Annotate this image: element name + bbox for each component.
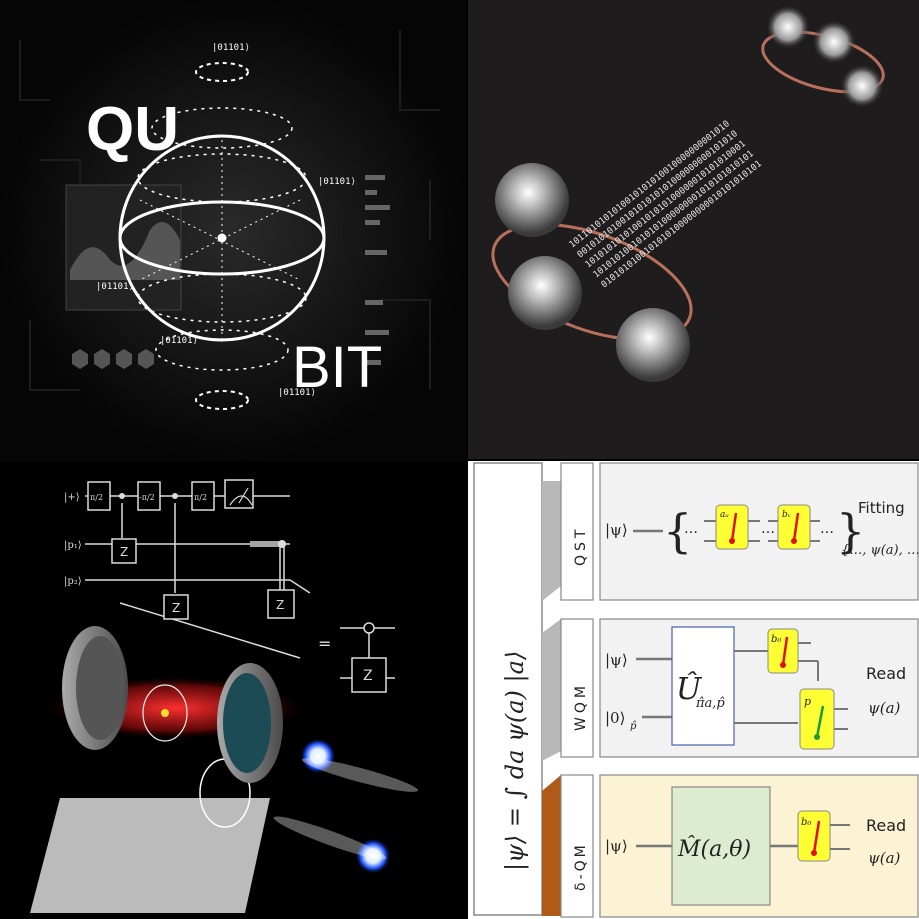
qst-tag: QST	[573, 526, 589, 566]
meter-icon	[799, 688, 848, 750]
gate-box	[191, 481, 215, 511]
qst-ellipsis: …	[761, 521, 775, 537]
meter-arc-icon	[229, 495, 253, 506]
operator-box	[671, 786, 771, 906]
qst-tag-box	[560, 462, 594, 601]
equals-sign: =	[318, 634, 331, 653]
qst-ellipsis: …	[820, 521, 834, 537]
qubit-sphere-illustration: QU BIT |01101⟩ |01101⟩ |01101⟩ |01101⟩ |…	[0, 0, 466, 461]
delta-qm-result-value: ψ(a)	[868, 849, 901, 867]
wire-label-p1: |p₁⟩	[64, 540, 82, 551]
qubit-sphere-panel: QU BIT |01101⟩ |01101⟩ |01101⟩ |01101⟩ |…	[0, 0, 466, 461]
circuit-gates	[87, 479, 387, 693]
qubit-word-bottom: BIT	[292, 335, 382, 400]
gate-label-z: Z	[276, 598, 284, 612]
atom-orbit-ring	[142, 684, 188, 742]
unitary-symbol: Û	[676, 671, 703, 707]
unitary-box	[671, 626, 735, 746]
qst-ellipsis: …	[684, 521, 698, 537]
background-chart	[65, 184, 182, 311]
mirror-left	[62, 626, 128, 750]
wqm-tag: WQM	[573, 682, 589, 731]
gate-box	[351, 657, 387, 693]
wqm-section	[599, 618, 919, 758]
state-label: |01101⟩	[212, 43, 250, 53]
measurement-schemes-panel: |ψ⟩ = ∫ da ψ(a) |a⟩ QST |ψ⟩ { … aᵤ …	[468, 461, 919, 919]
atom	[161, 709, 169, 717]
gate-label-z: Z	[363, 668, 373, 684]
gate-label-neg-pi2: -π/2	[139, 493, 155, 502]
background-traces	[19, 30, 440, 391]
spheres	[495, 5, 884, 382]
wqm-result-title: Read	[866, 664, 906, 683]
wire-label-p2: |p₂⟩	[64, 576, 82, 587]
wqm-result-value: ψ(a)	[868, 699, 901, 717]
wqm-tag-box	[560, 618, 594, 758]
meter-label: bᵥ	[782, 510, 791, 520]
wqm-funnel	[542, 619, 561, 761]
qst-result-title: Fitting	[858, 499, 905, 517]
wqm-ket-ancilla: |0⟩	[605, 709, 625, 727]
gate-box	[137, 481, 161, 511]
state-label: |01101⟩	[160, 336, 198, 346]
cavity-base	[30, 798, 270, 913]
qst-ket: |ψ⟩	[605, 521, 628, 539]
meter-needle-icon	[238, 487, 249, 504]
gate-label-pi2: π/2	[90, 493, 103, 502]
qubit-word-top: QU	[86, 95, 179, 164]
state-label: |01101⟩	[318, 177, 356, 187]
delta-qm-ket: |ψ⟩	[605, 837, 628, 855]
gate-label-z: Z	[120, 545, 128, 559]
gate-box	[267, 589, 295, 619]
state-label: |01101⟩	[278, 388, 316, 398]
control-dots	[119, 493, 286, 548]
meter-icon	[704, 504, 760, 550]
wire-label-plus: |+⟩	[64, 492, 80, 503]
bloch-sphere	[118, 62, 326, 410]
delta-qm-tag-box	[560, 774, 594, 918]
qst-left-brace: {	[663, 504, 692, 558]
gate-box	[87, 481, 111, 511]
delta-qm-tag: δ-QM	[573, 842, 589, 891]
measurement-schemes-diagram: |ψ⟩ = ∫ da ψ(a) |a⟩ QST |ψ⟩ { … aᵤ …	[468, 461, 919, 919]
qst-right-brace: }	[836, 504, 865, 558]
circuit-cavity-illustration: |+⟩ |p₁⟩ |p₂⟩ π/2 -π/2 π/2 Z Z Z Z =	[0, 463, 466, 919]
state-formula: |ψ⟩ = ∫ da ψ(a) |a⟩	[501, 651, 530, 871]
gate-label-z: Z	[172, 601, 180, 615]
gate-box	[163, 594, 189, 620]
hexagon-icons	[72, 349, 154, 369]
binary-bridge-panel: 1011010101010010101010010000000001010 00…	[468, 0, 919, 459]
gate-label-pi2: π/2	[194, 493, 207, 502]
state-label: |01101⟩	[96, 282, 134, 292]
delta-qm-result-title: Read	[866, 816, 906, 835]
meter-label: aᵤ	[720, 510, 729, 520]
unitary-subscript: π̂a,p̂	[695, 696, 725, 711]
control-open-dot	[363, 622, 375, 634]
wqm-ket: |ψ⟩	[605, 651, 628, 669]
meter-icon	[767, 628, 819, 681]
gate-box	[111, 538, 137, 564]
circuit-cavity-panel: |+⟩ |p₁⟩ |p₂⟩ π/2 -π/2 π/2 Z Z Z Z =	[0, 463, 466, 919]
meter-label: p	[804, 695, 811, 708]
mirror-right	[217, 663, 283, 783]
state-formula-box	[473, 462, 543, 916]
operator-label: M̂(a,θ)	[677, 836, 751, 862]
binary-bridge-illustration: 1011010101010010101010010000000001010 00…	[468, 0, 919, 459]
meter-icon	[797, 810, 850, 862]
background-bars	[365, 175, 390, 365]
meter-icon	[768, 504, 820, 550]
wqm-ket-ancilla-sub: p̂	[630, 721, 637, 732]
photons	[273, 738, 418, 874]
delta-qm-funnel	[542, 775, 561, 916]
qst-funnel	[542, 481, 561, 601]
qst-result-value: {…, ψ(a), …}	[841, 543, 919, 558]
meter-label: b₀	[801, 817, 811, 828]
meter-label: b₀	[771, 634, 781, 645]
measure-box	[224, 479, 254, 509]
